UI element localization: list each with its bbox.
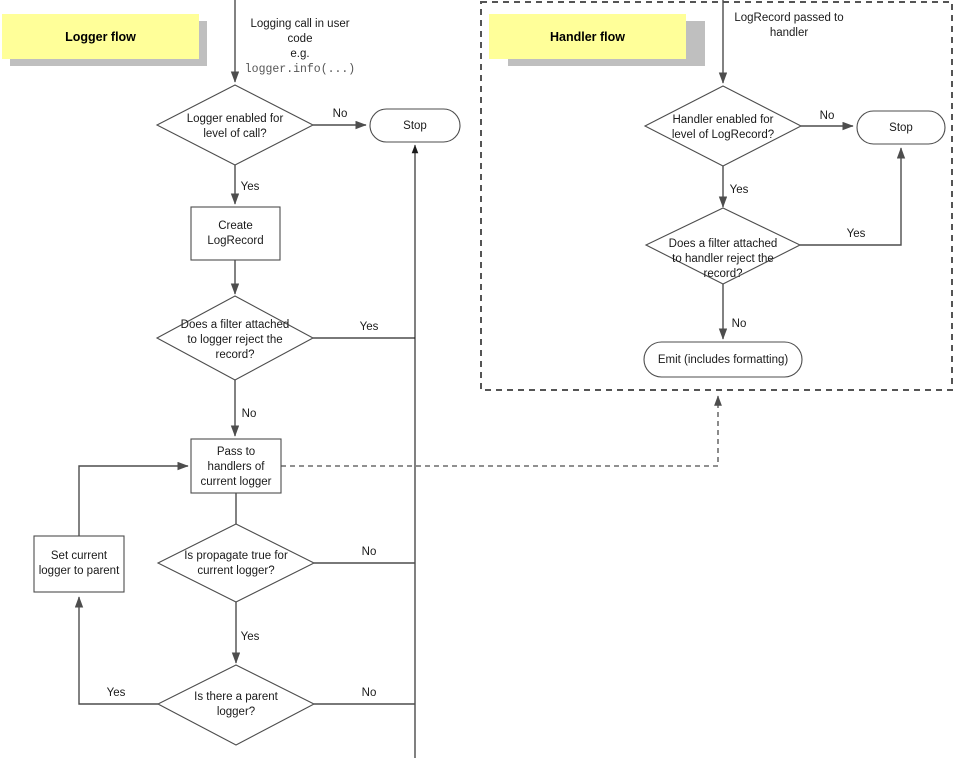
node-handler-enabled-decision: Handler enabled for level of LogRecord?: [643, 85, 803, 167]
handler-flow-banner-label: Handler flow: [550, 30, 625, 44]
logger-filter-label-line3: record?: [216, 349, 255, 361]
pass-to-handlers-label-line3: current logger: [201, 476, 272, 488]
node-handler-stop: Stop: [856, 110, 946, 145]
emit-shape: [643, 341, 803, 378]
edge-label-propagate-yes: Yes: [241, 631, 260, 643]
edge-label-propagate-no: No: [362, 546, 377, 558]
handler-enabled-label-line2: level of LogRecord?: [672, 129, 774, 141]
logger-flow-banner-fill: [2, 14, 199, 59]
edge-label-logger-enabled-yes: Yes: [241, 181, 260, 193]
node-handler-filter-decision: Does a filter attached to handler reject…: [644, 207, 802, 285]
edge-label-handler-filter-no: No: [732, 318, 747, 330]
edge-handler-filter-yes: [800, 147, 906, 246]
create-logrecord-shape: [190, 206, 281, 261]
logger-entry-caption-code: logger.info(...): [245, 63, 355, 76]
logger-entry-caption-line1: Logging call in user: [250, 18, 349, 30]
edge-label-logger-filter-yes: Yes: [360, 321, 379, 333]
set-parent-label-line2: logger to parent: [39, 565, 120, 577]
handler-entry-caption: LogRecord passed to handler: [734, 12, 843, 39]
logger-entry-caption: Logging call in user code e.g. logger.in…: [245, 18, 355, 76]
logger-entry-caption-line3: e.g.: [290, 48, 309, 60]
node-logger-stop: Stop: [369, 108, 461, 143]
handler-flow-panel: [480, 1, 953, 391]
node-set-current-logger-to-parent: Set current logger to parent: [33, 535, 125, 593]
logger-enabled-label-line1: Logger enabled for: [187, 113, 284, 125]
pass-to-handlers-label-line1: Pass to: [217, 446, 255, 458]
handler-filter-label-line2: to handler reject the: [672, 253, 774, 265]
set-parent-shape: [33, 535, 125, 593]
is-propagate-label-line1: Is propagate true for: [184, 550, 288, 562]
handler-filter-label-line3: record?: [704, 268, 743, 280]
set-parent-label-line1: Set current: [51, 550, 108, 562]
handler-stop-shape: [856, 110, 946, 145]
logger-stop-shape: [369, 108, 461, 143]
handler-enabled-label-line1: Handler enabled for: [672, 114, 773, 126]
node-logger-filter-decision: Does a filter attached to logger reject …: [155, 295, 315, 381]
handler-entry-caption-line1: LogRecord passed to: [734, 12, 843, 24]
logger-entry-caption-line2: code: [288, 33, 313, 45]
is-propagate-label-line2: current logger?: [197, 565, 274, 577]
edge-set-parent-to-pass-to-handlers: [78, 461, 189, 536]
logger-enabled-label-line2: level of call?: [203, 128, 266, 140]
is-there-parent-diamond: [156, 664, 316, 746]
node-pass-to-handlers: Pass to handlers of current logger: [190, 438, 282, 494]
edge-pass-to-handler-flow-dashed: [281, 395, 722, 467]
node-logger-enabled-decision: Logger enabled for level of call?: [155, 84, 315, 166]
node-create-logrecord: Create LogRecord: [190, 206, 281, 261]
pass-to-handlers-shape: [190, 438, 282, 494]
edge-label-parent-yes: Yes: [107, 687, 126, 699]
edge-parent-yes: [74, 596, 158, 705]
edge-label-handler-enabled-no: No: [820, 110, 835, 122]
handler-flow-banner-fill: [489, 14, 686, 59]
create-logrecord-label-line1: Create: [218, 220, 253, 232]
edge-label-logger-enabled-no: No: [333, 108, 348, 120]
handler-entry-caption-line2: handler: [770, 27, 809, 39]
node-is-there-parent-decision: Is there a parent logger?: [156, 664, 316, 746]
handler-flow-banner: Handler flow: [489, 14, 705, 66]
pass-to-handlers-label-line2: handlers of: [208, 461, 266, 473]
edge-label-handler-enabled-yes: Yes: [730, 184, 749, 196]
logger-flow-banner: Logger flow: [2, 14, 207, 66]
node-emit: Emit (includes formatting): [643, 341, 803, 378]
is-there-parent-label-line1: Is there a parent: [194, 691, 279, 703]
logger-stop-label: Stop: [403, 120, 427, 132]
is-propagate-diamond: [156, 523, 316, 603]
emit-label: Emit (includes formatting): [658, 354, 789, 366]
logger-flow-banner-label: Logger flow: [65, 30, 136, 44]
edge-label-logger-filter-no: No: [242, 408, 257, 420]
logger-filter-label-line1: Does a filter attached: [181, 319, 290, 331]
handler-stop-label: Stop: [889, 122, 913, 134]
edge-label-handler-filter-yes: Yes: [847, 228, 866, 240]
is-there-parent-label-line2: logger?: [217, 706, 255, 718]
handler-filter-label-line1: Does a filter attached: [669, 238, 778, 250]
create-logrecord-label-line2: LogRecord: [207, 235, 263, 247]
node-is-propagate-decision: Is propagate true for current logger?: [156, 523, 316, 603]
edge-label-parent-no: No: [362, 687, 377, 699]
logger-filter-label-line2: to logger reject the: [187, 334, 282, 346]
